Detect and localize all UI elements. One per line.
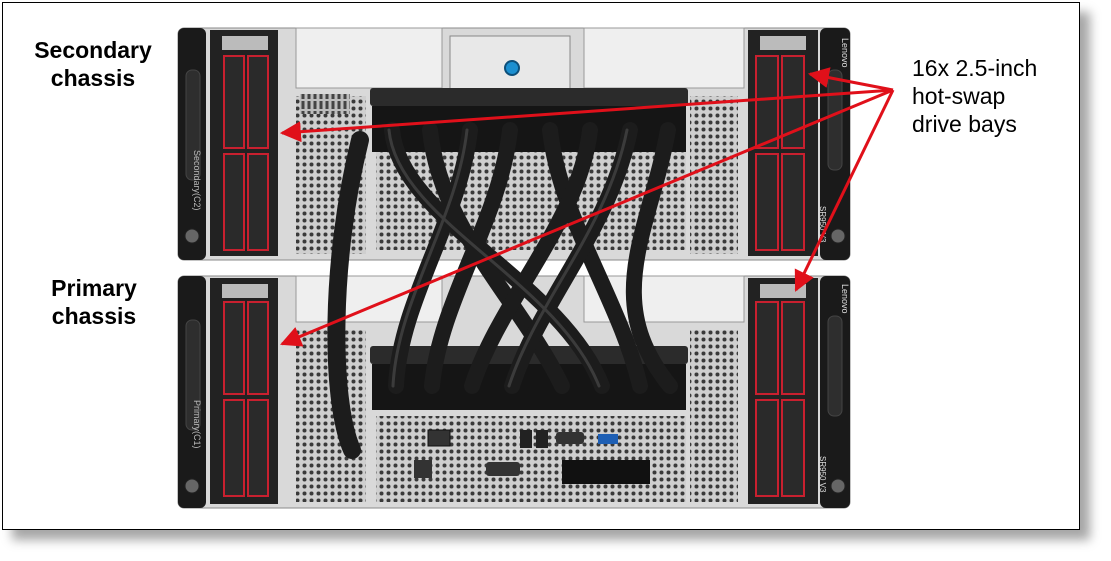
cable-highlights <box>387 128 629 388</box>
secondary-connector-block <box>372 106 686 152</box>
drive-bays-line3: drive bays <box>912 111 1017 137</box>
drive-bays-line2: hot-swap <box>912 83 1006 109</box>
primary-model-label: SR950 V3 <box>818 456 827 493</box>
primary-brand-logo: Lenovo <box>840 284 850 314</box>
secondary-chassis-label: Secondary chassis <box>18 36 168 92</box>
arrow-to-secondary-left-bays <box>279 88 894 143</box>
drive-bays-label: 16x 2.5-inch hot-swap drive bays <box>912 54 1072 138</box>
primary-side-label: Primary(C1) <box>192 400 202 449</box>
secondary-side-label: Secondary(C2) <box>192 150 202 211</box>
primary-label-line1: Primary <box>51 275 137 301</box>
secondary-label-line2: chassis <box>50 65 136 91</box>
arrow-to-primary-left-bays <box>280 88 894 347</box>
callout-arrows <box>279 67 895 347</box>
primary-label-line2: chassis <box>51 303 137 329</box>
arrow-to-primary-right-bays <box>794 89 895 292</box>
secondary-brand-logo: Lenovo <box>840 38 850 68</box>
arrow-to-secondary-right-bays <box>807 67 894 92</box>
secondary-model-label: SR950 V3 <box>818 206 827 243</box>
secondary-label-line1: Secondary <box>34 37 152 63</box>
drive-bays-line1: 16x 2.5-inch <box>912 55 1038 81</box>
secondary-interconnect-bar <box>370 88 688 106</box>
primary-chassis-label: Primary chassis <box>28 274 160 330</box>
